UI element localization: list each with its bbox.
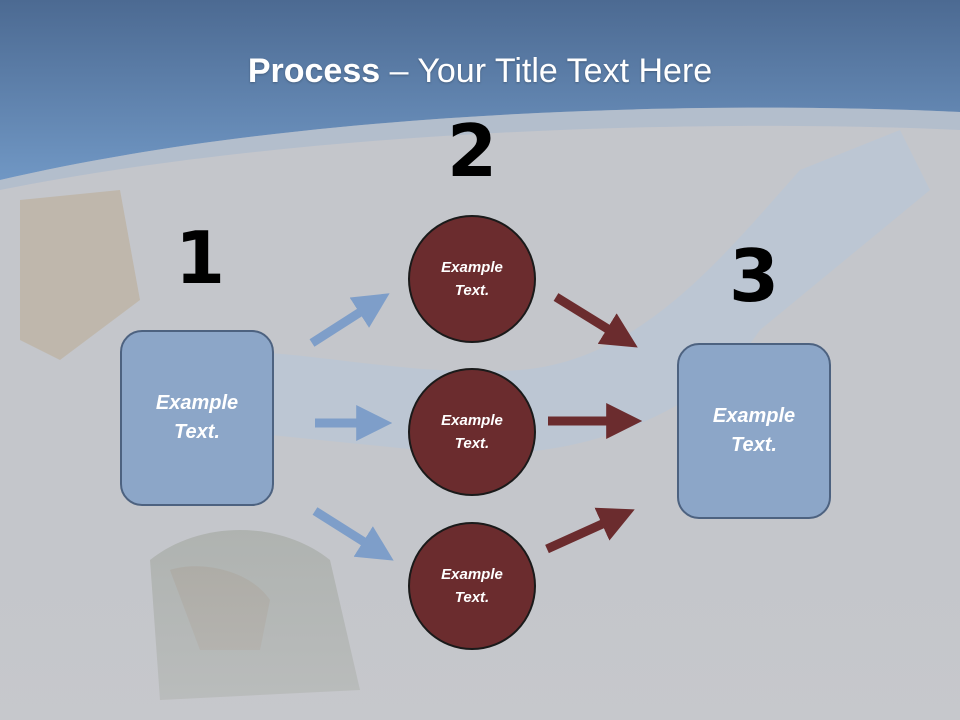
input-box-label: Example Text. [155, 392, 239, 443]
output-box-label: Example Text. [712, 405, 796, 456]
circle-label: Example Text. [441, 566, 503, 606]
step-number-3: 3 [728, 234, 780, 318]
title-rest: – Your Title Text Here [380, 52, 713, 90]
step-number-1: 1 [174, 216, 226, 300]
circle-label: Example Text. [441, 259, 503, 299]
output-box[interactable]: Example Text. [677, 343, 831, 519]
input-box[interactable]: Example Text. [120, 330, 274, 506]
process-circle-bottom[interactable]: Example Text. [408, 522, 536, 650]
slide-title: Process – Your Title Text Here [0, 52, 960, 91]
process-circle-middle[interactable]: Example Text. [408, 368, 536, 496]
process-circle-top[interactable]: Example Text. [408, 215, 536, 343]
title-bold: Process [247, 52, 381, 90]
circle-label: Example Text. [441, 412, 503, 452]
step-number-2: 2 [446, 109, 498, 193]
